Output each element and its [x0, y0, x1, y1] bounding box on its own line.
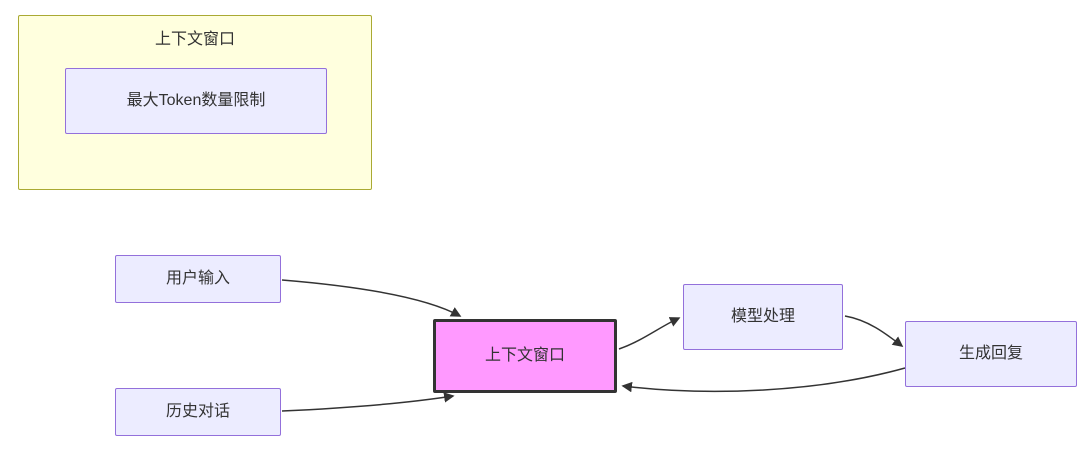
- edge-generate-reply-to-context-window: [621, 367, 906, 393]
- node-generate-reply: 生成回复: [905, 321, 1077, 387]
- edge-user-input-to-context-window: [281, 279, 462, 317]
- node-max-token-limit-label: 最大Token数量限制: [126, 92, 266, 110]
- node-context-window-label: 上下文窗口: [484, 347, 565, 365]
- edge-context-window-to-model-processing: [618, 317, 681, 350]
- node-history-dialog: 历史对话: [115, 388, 281, 436]
- node-context-window: 上下文窗口: [433, 319, 617, 393]
- node-user-input: 用户输入: [115, 255, 281, 303]
- node-generate-reply-label: 生成回复: [958, 345, 1023, 363]
- node-model-processing-label: 模型处理: [730, 308, 795, 326]
- node-max-token-limit: 最大Token数量限制: [65, 68, 327, 134]
- subgraph-context-window: 上下文窗口 最大Token数量限制: [18, 15, 372, 190]
- node-model-processing: 模型处理: [683, 284, 843, 350]
- subgraph-title: 上下文窗口: [154, 31, 235, 48]
- edge-model-processing-to-generate-reply: [844, 315, 904, 347]
- node-history-dialog-label: 历史对话: [165, 403, 230, 421]
- node-user-input-label: 用户输入: [165, 270, 230, 288]
- edge-history-dialog-to-context-window: [281, 392, 455, 412]
